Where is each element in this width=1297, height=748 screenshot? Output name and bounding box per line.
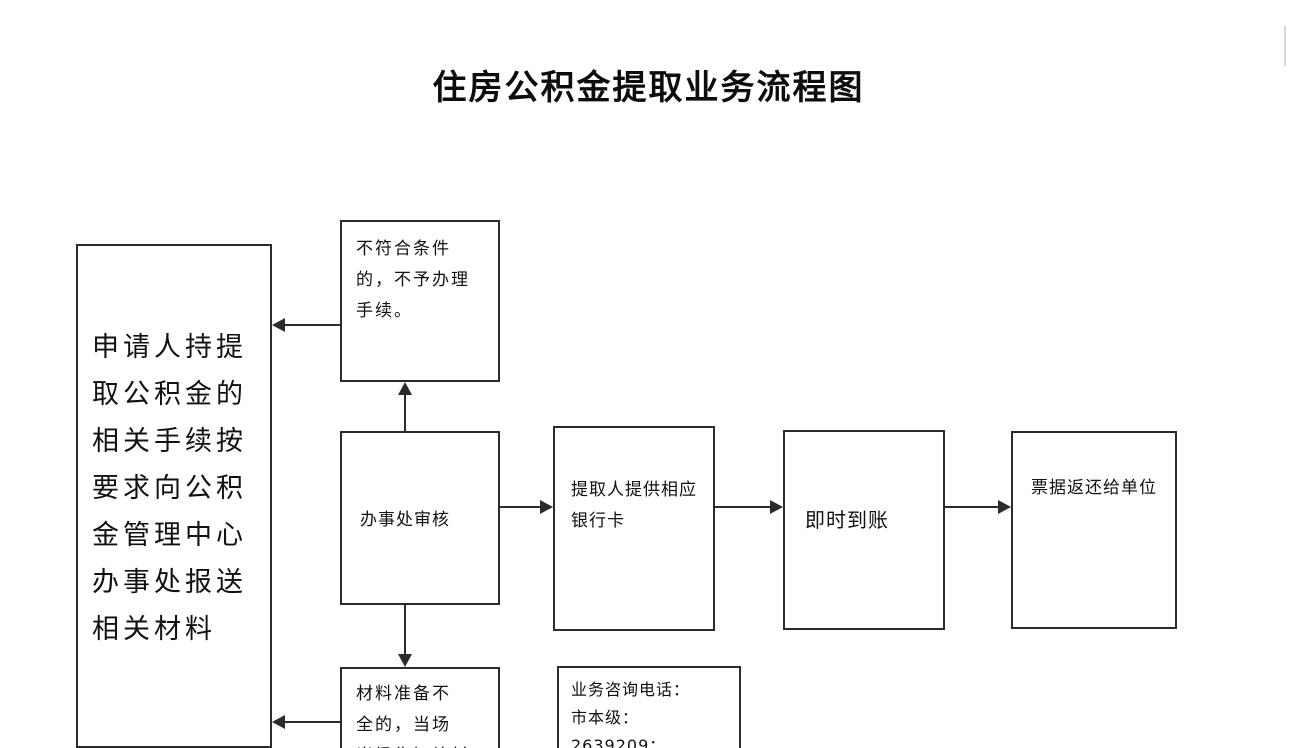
flow-node-office-review: 办事处审核 <box>340 431 500 605</box>
flow-node-incomplete-materials: 材料准备不 全的，当场 当场告知补材 <box>340 667 500 748</box>
flow-node-label: 票据返还给单位 <box>1031 478 1157 498</box>
bankcard-to-instant-arrow <box>770 500 783 514</box>
instant-to-receipt-line <box>945 506 998 508</box>
flow-node-label: 提取人提供相应 银行卡 <box>571 480 697 531</box>
review-to-bankcard-arrow <box>540 500 553 514</box>
incomplete-to-apply-line <box>284 721 340 723</box>
review-to-reject-arrow <box>398 382 412 395</box>
reject-to-apply-arrow <box>272 318 285 332</box>
flow-node-provide-bank-card: 提取人提供相应 银行卡 <box>553 426 715 631</box>
incomplete-to-apply-arrow <box>272 715 285 729</box>
flow-node-label: 材料准备不 全的，当场 当场告知补材 <box>356 684 468 748</box>
scan-artifact-line <box>1284 26 1286 66</box>
flow-node-label: 不符合条件 的，不予办理 手续。 <box>356 239 470 321</box>
flow-node-not-eligible-rejected: 不符合条件 的，不予办理 手续。 <box>340 220 500 382</box>
review-to-incomplete-line <box>404 605 406 654</box>
info-box-label: 业务咨询电话： 市本级：2639209； 鲅鱼圈：6256730； <box>571 680 691 748</box>
review-to-bankcard-line <box>500 506 541 508</box>
flow-node-applicant-submits-materials: 申请人持提 取公积金的 相关手续按 要求向公积 金管理中心 办事处报送 相关材料 <box>76 244 272 748</box>
page-title: 住房公积金提取业务流程图 <box>432 68 865 108</box>
reject-to-apply-line <box>284 324 340 326</box>
flow-node-label: 申请人持提 取公积金的 相关手续按 要求向公积 金管理中心 办事处报送 相关材料 <box>92 332 247 645</box>
flow-node-label: 即时到账 <box>805 508 889 532</box>
info-box-service-phone-numbers: 业务咨询电话： 市本级：2639209； 鲅鱼圈：6256730； <box>557 666 741 748</box>
flow-node-label: 办事处审核 <box>360 510 450 530</box>
review-to-incomplete-arrow <box>398 654 412 667</box>
bankcard-to-instant-line <box>715 506 770 508</box>
flow-node-receipt-returned-to-employer: 票据返还给单位 <box>1011 431 1177 629</box>
flow-node-instant-credit: 即时到账 <box>783 430 945 630</box>
instant-to-receipt-arrow <box>998 500 1011 514</box>
review-to-reject-line <box>404 395 406 431</box>
